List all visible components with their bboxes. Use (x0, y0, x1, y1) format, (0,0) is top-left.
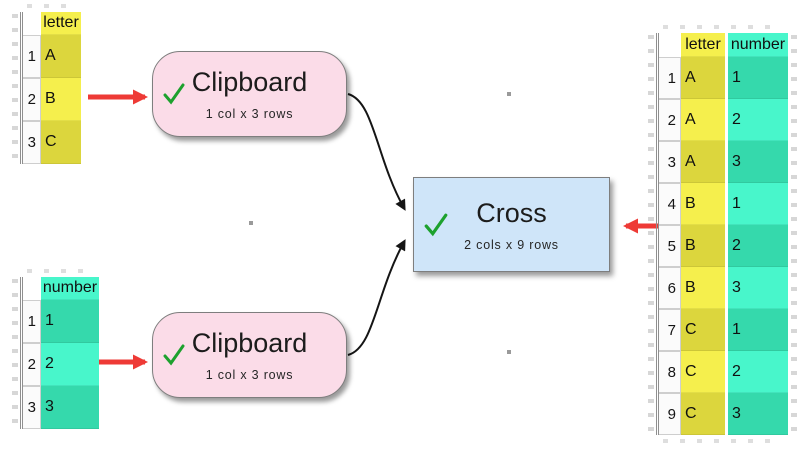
node-title: Cross (476, 197, 547, 228)
success-checkmark-icon (423, 212, 449, 238)
table-row: 2 B (23, 78, 81, 121)
table-cell: 3 (728, 141, 788, 183)
table-row: 2 A 2 (659, 99, 788, 141)
table-cell: A (681, 57, 725, 99)
wire-clipboard1-to-cross (347, 93, 406, 211)
table-row: 8 C 2 (659, 351, 788, 393)
grid-dot (507, 350, 511, 354)
grid-dot (249, 221, 253, 225)
table-cell: A (41, 35, 81, 78)
table-row: 4 B 1 (659, 183, 788, 225)
row-number-spacer (23, 12, 41, 35)
column-header-letter: letter (41, 12, 81, 35)
success-checkmark-icon (162, 82, 186, 106)
table-row: 3 A 3 (659, 141, 788, 183)
table-cell: C (681, 393, 725, 435)
table-cell: 3 (41, 386, 99, 429)
row-number: 3 (659, 141, 681, 183)
table-cell: B (681, 267, 725, 309)
source-table-numbers: number 1 1 2 2 3 3 (12, 269, 99, 429)
table-row: 3 C (23, 121, 81, 164)
row-number: 2 (23, 78, 41, 121)
table-row: 1 1 (23, 300, 99, 343)
table-cell: B (681, 183, 725, 225)
table-header-row: number (23, 277, 99, 300)
column-header-number: number (41, 277, 99, 300)
node-title: Clipboard (191, 328, 308, 358)
table-row: 6 B 3 (659, 267, 788, 309)
row-number: 1 (23, 300, 41, 343)
table-cell: 2 (728, 225, 788, 267)
row-number: 4 (659, 183, 681, 225)
node-clipboard-1[interactable]: Clipboard 1 col x 3 rows (152, 51, 347, 137)
success-checkmark-icon (162, 343, 186, 367)
table-cell: 1 (728, 183, 788, 225)
table-row: 1 A (23, 35, 81, 78)
table-row: 3 3 (23, 386, 99, 429)
table-cell: 1 (41, 300, 99, 343)
table-cell: 1 (728, 309, 788, 351)
grid-dot (507, 92, 511, 96)
table-row: 9 C 3 (659, 393, 788, 435)
table-row: 7 C 1 (659, 309, 788, 351)
node-subtitle: 1 col x 3 rows (205, 368, 294, 382)
wire-clipboard2-to-cross (347, 239, 406, 356)
table-row: 5 B 2 (659, 225, 788, 267)
table-cell: B (41, 78, 81, 121)
row-number: 6 (659, 267, 681, 309)
table-cell: C (681, 351, 725, 393)
column-header-letter: letter (681, 33, 725, 57)
row-number: 1 (659, 57, 681, 99)
row-number: 5 (659, 225, 681, 267)
row-number: 2 (659, 99, 681, 141)
table-cell: 3 (728, 393, 788, 435)
table-row: 2 2 (23, 343, 99, 386)
table-cell: 2 (728, 351, 788, 393)
table-cell: C (41, 121, 81, 164)
row-number: 3 (23, 386, 41, 429)
table-header-row: letter (23, 12, 81, 35)
result-table-cross: letter number 1 A 1 2 A 2 3 A 3 4 B 1 5 … (648, 25, 797, 443)
column-header-number: number (728, 33, 788, 57)
table-cell: A (681, 141, 725, 183)
table-cell: 2 (41, 343, 99, 386)
row-number: 9 (659, 393, 681, 435)
table-header-row: letter number (659, 33, 788, 57)
row-number: 1 (23, 35, 41, 78)
source-table-letters: letter 1 A 2 B 3 C (12, 4, 81, 164)
node-cross[interactable]: Cross 2 cols x 9 rows (413, 177, 610, 272)
table-row: 1 A 1 (659, 57, 788, 99)
row-number: 7 (659, 309, 681, 351)
node-title: Clipboard (191, 67, 308, 97)
table-cell: A (681, 99, 725, 141)
row-number: 2 (23, 343, 41, 386)
table-cell: 1 (728, 57, 788, 99)
node-subtitle: 2 cols x 9 rows (464, 237, 559, 252)
table-cell: 3 (728, 267, 788, 309)
row-number-spacer (659, 33, 681, 57)
table-cell: 2 (728, 99, 788, 141)
row-number: 3 (23, 121, 41, 164)
node-clipboard-2[interactable]: Clipboard 1 col x 3 rows (152, 312, 347, 398)
row-number-spacer (23, 277, 41, 300)
node-subtitle: 1 col x 3 rows (205, 107, 294, 121)
torn-edge (663, 439, 782, 443)
row-number: 8 (659, 351, 681, 393)
torn-edge (791, 35, 797, 433)
table-cell: C (681, 309, 725, 351)
table-cell: B (681, 225, 725, 267)
